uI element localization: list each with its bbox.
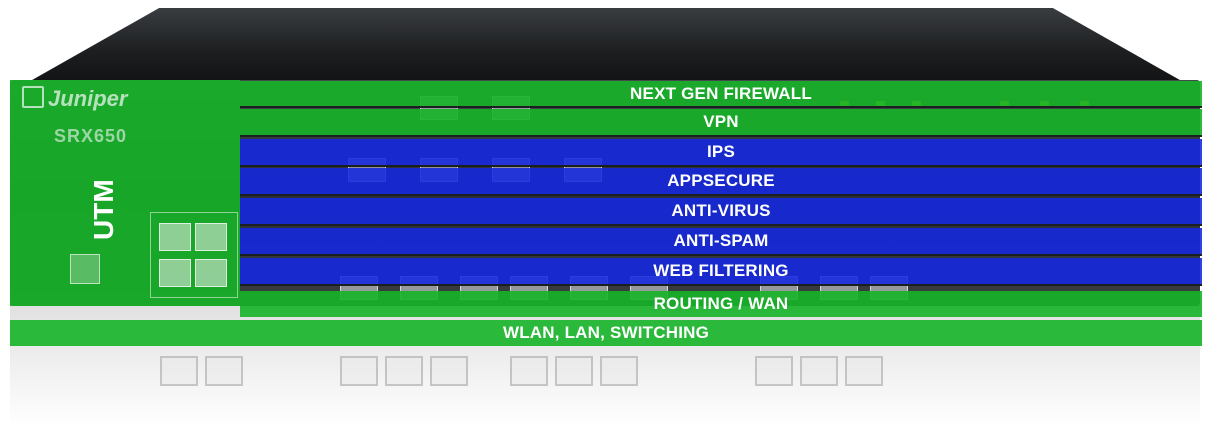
management-ports	[150, 212, 238, 298]
reflection-port	[600, 356, 638, 386]
model-label: SRX650	[54, 126, 128, 146]
band-anti-virus: ANTI-VIRUS	[240, 198, 1202, 224]
band-appsecure: APPSECURE	[240, 168, 1202, 194]
reflection-port	[755, 356, 793, 386]
management-port	[159, 259, 191, 287]
band-divider	[240, 284, 1202, 286]
band-anti-spam: ANTI-SPAM	[240, 228, 1202, 254]
utm-label: UTM	[88, 179, 119, 240]
band-wlan-lan-switching: WLAN, LAN, SWITCHING	[10, 320, 1202, 346]
band-divider	[240, 106, 1202, 108]
band-next-gen-firewall: NEXT GEN FIREWALL	[240, 81, 1202, 107]
reflection-port	[385, 356, 423, 386]
band-vpn: VPN	[240, 109, 1202, 135]
reflection-port	[340, 356, 378, 386]
reflection-port	[160, 356, 198, 386]
band-divider	[240, 135, 1202, 137]
band-divider	[240, 165, 1202, 167]
band-divider	[240, 194, 1202, 196]
band-divider	[240, 224, 1202, 226]
reflection-port	[555, 356, 593, 386]
band-ips: IPS	[240, 139, 1202, 165]
reflection-port	[845, 356, 883, 386]
device-chassis-top	[18, 8, 1194, 88]
juniper-logo-icon	[22, 86, 44, 108]
brand-logo: Juniper	[22, 86, 142, 112]
management-port	[195, 223, 227, 251]
management-port	[159, 223, 191, 251]
band-routing-wan: ROUTING / WAN	[240, 291, 1202, 317]
brand-name: Juniper	[48, 86, 128, 111]
reflection-port	[800, 356, 838, 386]
reflection-port	[205, 356, 243, 386]
band-divider	[240, 254, 1202, 256]
reset-button	[70, 254, 100, 284]
management-port	[195, 259, 227, 287]
reflection-port	[510, 356, 548, 386]
band-web-filtering: WEB FILTERING	[240, 258, 1202, 284]
reflection-port	[430, 356, 468, 386]
